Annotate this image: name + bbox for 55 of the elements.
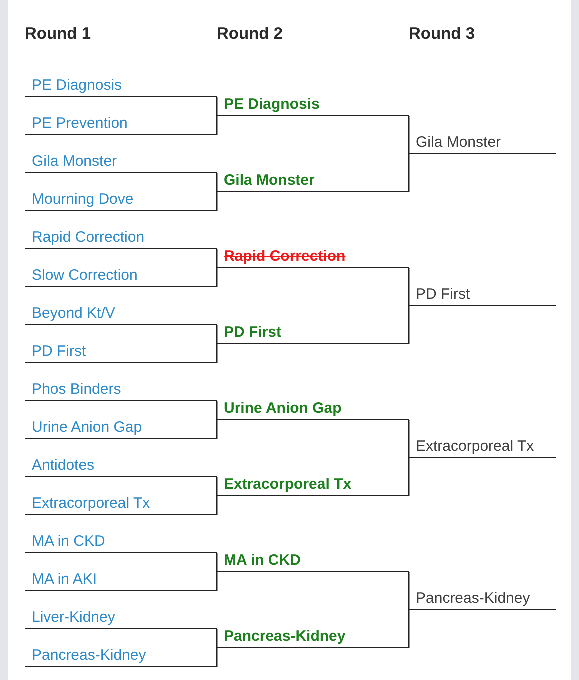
bracket-connector [408, 306, 410, 344]
bracket-connector [408, 572, 410, 610]
bracket-slot: Rapid Correction [217, 247, 409, 268]
bracket-connector [408, 116, 410, 154]
bracket-slot: Pancreas-Kidney [25, 646, 217, 667]
column-heading: Round 3 [409, 24, 475, 44]
bracket-connector [408, 610, 410, 648]
bracket-slot: Beyond Kt/V [25, 304, 217, 325]
bracket-slot: Mourning Dove [25, 190, 217, 211]
bracket-slot: PE Prevention [25, 114, 217, 135]
bracket-connector [216, 648, 218, 667]
bracket-connector [216, 325, 218, 344]
bracket-slot: PE Diagnosis [217, 95, 409, 116]
bracket-connector [216, 268, 218, 287]
bracket-connector [216, 192, 218, 211]
bracket-slot: Extracorporeal Tx [409, 437, 556, 458]
bracket-slot: PE Diagnosis [25, 76, 217, 97]
bracket-slot: PD First [409, 285, 556, 306]
bracket-slot: PD First [25, 342, 217, 363]
column-heading: Round 1 [25, 24, 91, 44]
bracket-slot: Gila Monster [217, 171, 409, 192]
bracket-slot: Antidotes [25, 456, 217, 477]
bracket-connector [216, 496, 218, 515]
bracket-connector [408, 420, 410, 458]
bracket-connector [216, 572, 218, 591]
bracket-slot: MA in AKI [25, 570, 217, 591]
bracket-connector [216, 420, 218, 439]
bracket-slot: Slow Correction [25, 266, 217, 287]
bracket-slot: Pancreas-Kidney [409, 589, 556, 610]
bracket-connector [408, 154, 410, 192]
bracket-connector [216, 344, 218, 363]
bracket-connector [216, 629, 218, 648]
bracket-connector [216, 173, 218, 192]
column-heading: Round 2 [217, 24, 283, 44]
bracket-slot: Extracorporeal Tx [25, 494, 217, 515]
bracket-connector [408, 268, 410, 306]
bracket-connector [216, 249, 218, 268]
bracket-connector [216, 97, 218, 116]
bracket-connector [216, 477, 218, 496]
bracket-slot: Extracorporeal Tx [217, 475, 409, 496]
bracket-slot: PD First [217, 323, 409, 344]
bracket-slot: MA in CKD [217, 551, 409, 572]
bracket-connector [408, 458, 410, 496]
bracket-slot: Phos Binders [25, 380, 217, 401]
bracket-connector [216, 401, 218, 420]
bracket-slot: Urine Anion Gap [217, 399, 409, 420]
bracket-slot: Liver-Kidney [25, 608, 217, 629]
bracket-slot: Pancreas-Kidney [217, 627, 409, 648]
bracket-slot: Gila Monster [409, 133, 556, 154]
bracket-connector [216, 553, 218, 572]
bracket-slot: Urine Anion Gap [25, 418, 217, 439]
bracket-slot: Gila Monster [25, 152, 217, 173]
bracket-slot: Rapid Correction [25, 228, 217, 249]
bracket-slot: MA in CKD [25, 532, 217, 553]
bracket-connector [216, 116, 218, 135]
